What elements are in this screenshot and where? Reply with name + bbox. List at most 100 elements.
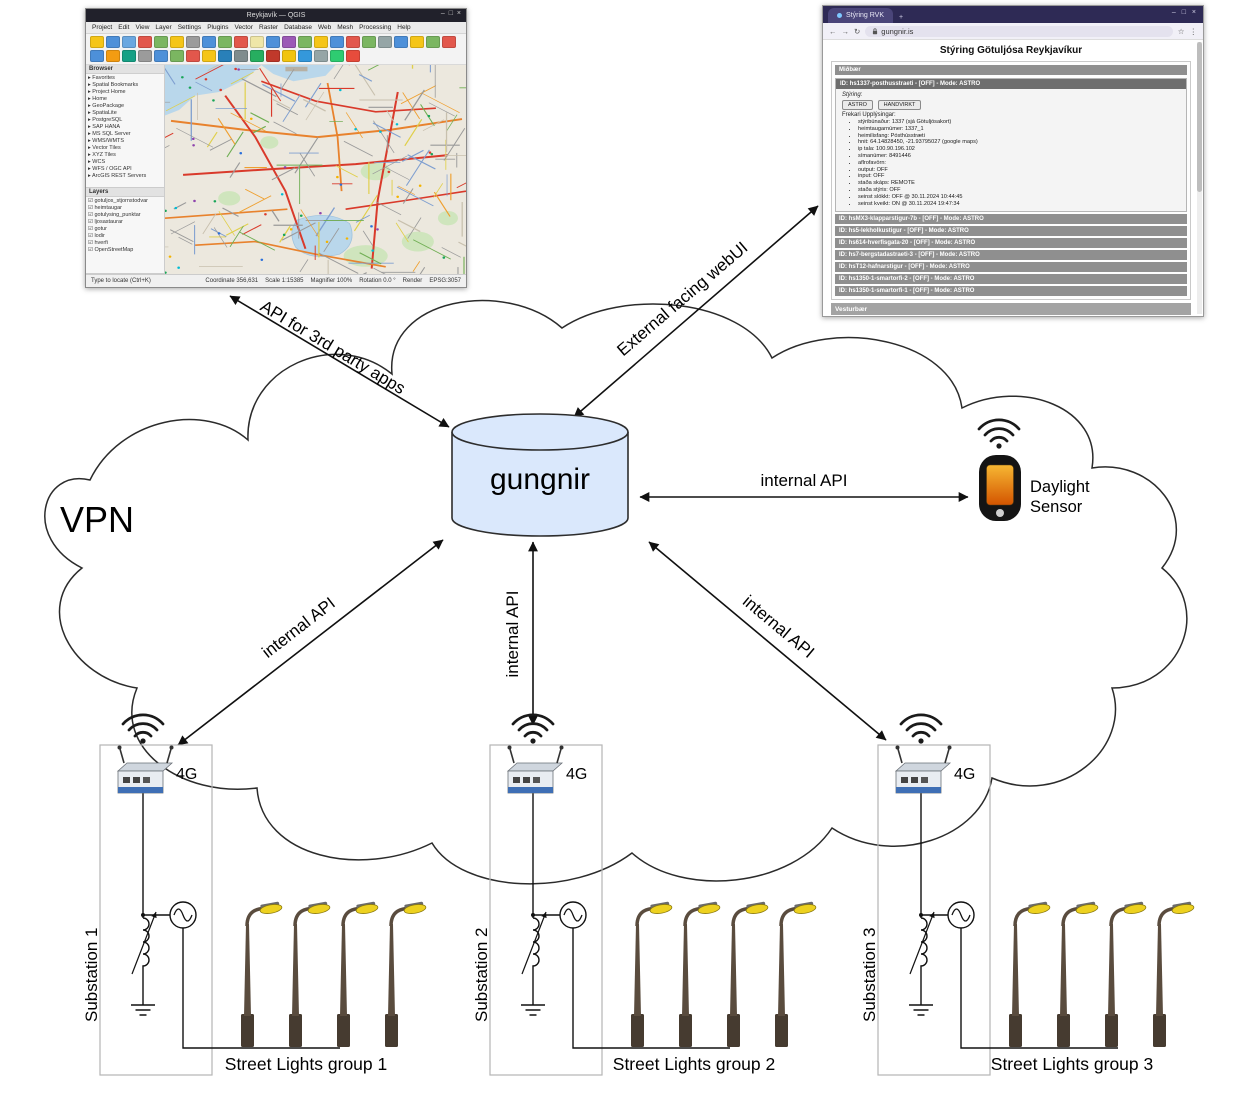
toolbar-icon[interactable] [154,50,168,62]
toolbar-icon[interactable] [442,36,456,48]
device-row[interactable]: ID: hs7-bergstadastraeti-3 - [OFF] - Mod… [835,250,1187,261]
browser-tree-item[interactable]: ▸ WMS/WMTS [88,138,125,144]
toolbar-icon[interactable] [266,50,280,62]
toolbar-icon[interactable] [266,36,280,48]
section-vesturbaer[interactable]: Vesturbær [831,303,1191,316]
back-icon[interactable]: ← [829,26,837,36]
browser-tree-item[interactable]: ▸ Spatial Bookmarks [88,82,139,88]
toolbar-icon[interactable] [170,50,184,62]
menu-item[interactable]: Help [397,24,411,31]
device-row[interactable]: ID: hs1350-1-smartorfi-2 - [OFF] - Mode:… [835,274,1187,285]
menu-item[interactable]: Database [284,24,312,31]
forward-icon[interactable]: → [841,26,850,36]
menu-item[interactable]: Processing [359,24,392,31]
layer-item[interactable]: ☑ gotuljos_stjornstodvar [88,198,148,204]
toolbar-icon[interactable] [234,36,248,48]
toolbar-icon[interactable] [394,36,408,48]
browser-tree-item[interactable]: ▸ SAP HANA [88,124,121,130]
layer-item[interactable]: ☑ heimtaugar [88,205,122,211]
toolbar-icon[interactable] [346,50,360,62]
menu-item[interactable]: Edit [118,24,130,31]
toolbar-icon[interactable] [170,36,184,48]
browser-tree-item[interactable]: ▸ PostgreSQL [88,117,123,123]
browser-tree-item[interactable]: ▸ MS SQL Server [88,131,131,137]
astro-mode-button[interactable]: ASTRO [842,100,873,110]
browser-menu-icon[interactable]: ⋮ [1189,26,1198,36]
layer-item[interactable]: ☑ ljosastaurar [88,219,123,225]
browser-tree-item[interactable]: ▸ WCS [88,159,106,165]
rotation-field[interactable]: Rotation 0.0 ° [359,278,396,284]
menu-item[interactable]: Vector [234,24,253,31]
toolbar-icon[interactable] [122,50,136,62]
menu-item[interactable]: Web [317,24,332,31]
toolbar-icon[interactable] [138,36,152,48]
menu-item[interactable]: Plugins [207,24,229,31]
device-row[interactable]: ID: hs1350-1-smartorfi-1 - [OFF] - Mode:… [835,286,1187,297]
device-row[interactable]: ID: hsT12-hafnarstigur - [OFF] - Mode: A… [835,262,1187,273]
toolbar-icon[interactable] [90,36,104,48]
qgis-window-controls[interactable]: – □ × [440,10,462,17]
device-row[interactable]: ID: hs614-hverfisgata-20 - [OFF] - Mode:… [835,238,1187,249]
browser-tree-item[interactable]: ▸ Project Home [88,89,126,95]
toolbar-icon[interactable] [106,36,120,48]
toolbar-icon[interactable] [138,50,152,62]
section-header-midbaer[interactable]: Miðbær [835,65,1187,75]
menu-item[interactable]: Project [92,24,113,31]
toolbar-icon[interactable] [218,50,232,62]
scale-field[interactable]: Scale 1:15385 [265,278,304,284]
toolbar-icon[interactable] [202,50,216,62]
toolbar-icon[interactable] [330,50,344,62]
toolbar-icon[interactable] [282,36,296,48]
locate-field[interactable]: Type to locate (Ctrl+K) [91,278,151,284]
browser-tree-item[interactable]: ▸ XYZ Tiles [88,152,116,158]
toolbar-icon[interactable] [298,36,312,48]
browser-tab[interactable]: Stýring RVK [828,8,893,23]
toolbar-icon[interactable] [282,50,296,62]
toolbar-icon[interactable] [410,36,424,48]
device-row[interactable]: ID: hsMX3-klapparstigur-7b - [OFF] - Mod… [835,214,1187,225]
toolbar-icon[interactable] [426,36,440,48]
toolbar-icon[interactable] [346,36,360,48]
layer-item[interactable]: ☑ lodir [88,233,105,239]
url-field[interactable]: gungnir.is [865,25,1173,37]
menu-item[interactable]: Layer [155,24,172,31]
new-tab-button[interactable]: + [899,14,904,21]
toolbar-icon[interactable] [362,36,376,48]
layer-item[interactable]: ☑ OpenStreetMap [88,247,134,253]
browser-titlebar[interactable]: Stýring RVK + – □ × [823,6,1203,23]
toolbar-icon[interactable] [186,36,200,48]
toolbar-icon[interactable] [250,50,264,62]
toolbar-icon[interactable] [314,50,328,62]
qgis-titlebar[interactable]: Reykjavík — QGIS – □ × [86,9,466,22]
browser-tree-item[interactable]: ▸ ArcGIS REST Servers [88,173,147,179]
bookmark-star-icon[interactable]: ☆ [1177,26,1185,36]
browser-tree-item[interactable]: ▸ WFS / OGC API [88,166,132,172]
browser-window-controls[interactable]: – □ × [1171,9,1198,16]
layer-item[interactable]: ☑ hverfi [88,240,108,246]
manual-mode-button[interactable]: HANDVIRKT [877,100,922,110]
magnifier-field[interactable]: Magnifier 100% [310,278,353,284]
toolbar-icon[interactable] [250,36,264,48]
layer-item[interactable]: ☑ gotulysing_punktar [88,212,141,218]
reload-icon[interactable]: ↻ [854,26,861,36]
menu-item[interactable]: Settings [177,24,202,31]
toolbar-icon[interactable] [298,50,312,62]
toolbar-icon[interactable] [378,36,392,48]
toolbar-icon[interactable] [234,50,248,62]
toolbar-icon[interactable] [330,36,344,48]
toolbar-icon[interactable] [106,50,120,62]
menu-item[interactable]: Mesh [337,24,354,31]
browser-tree-item[interactable]: ▸ GeoPackage [88,103,125,109]
browser-tree-item[interactable]: ▸ Home [88,96,107,102]
browser-tree-item[interactable]: ▸ Favorites [88,75,115,81]
crs-button[interactable]: EPSG:3057 [429,278,461,284]
toolbar-icon[interactable] [154,36,168,48]
scrollbar[interactable] [1197,42,1202,314]
browser-tree-item[interactable]: ▸ Vector Tiles [88,145,121,151]
layer-item[interactable]: ☑ gotur [88,226,107,232]
menu-item[interactable]: Raster [258,24,279,31]
scrollbar-thumb[interactable] [1197,42,1202,192]
toolbar-icon[interactable] [202,36,216,48]
device-row[interactable]: ID: hs5-lekholkustigur - [OFF] - Mode: A… [835,226,1187,237]
toolbar-icon[interactable] [314,36,328,48]
